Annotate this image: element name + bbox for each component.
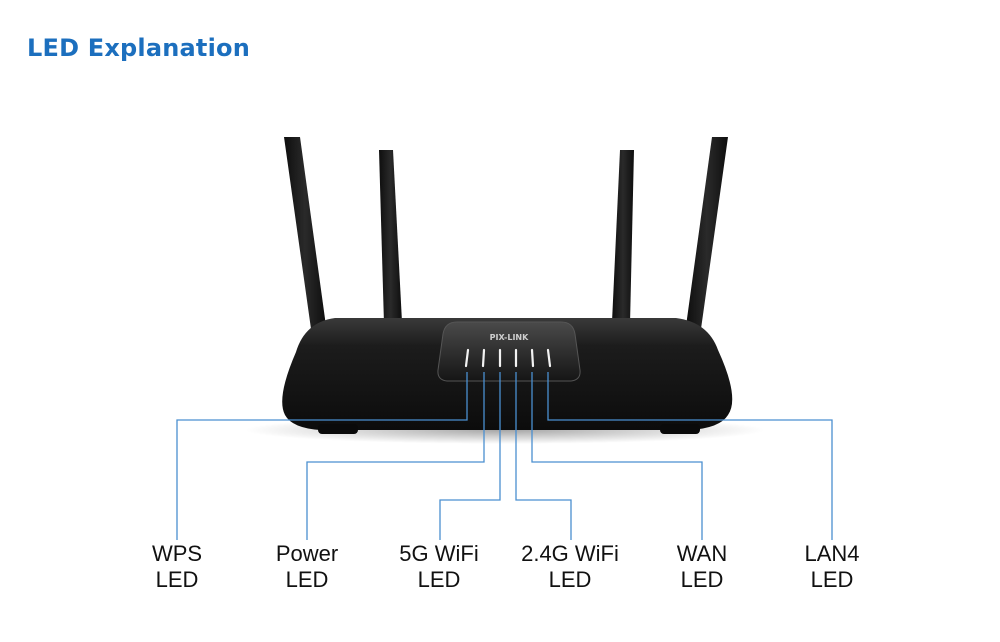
label-power-name: Power [275, 541, 339, 566]
leader-line-power [306, 372, 485, 540]
label-wps-suffix: LED [155, 567, 199, 592]
leader-line-5g [439, 372, 501, 540]
led-bar-lan4 [546, 348, 552, 368]
leader-line-lan4 [547, 372, 833, 540]
label-wan-led: WAN LED [632, 541, 772, 593]
brand-logo: PIX-LINK [490, 333, 529, 342]
leader-line-wps [176, 372, 468, 540]
label-power-led: Power LED [237, 541, 377, 593]
leader-line-24g [515, 372, 572, 540]
led-bar-wps [464, 348, 470, 368]
antenna-inner-right [612, 150, 634, 324]
antenna-outer-left [284, 137, 326, 336]
page-title: LED Explanation [27, 34, 250, 62]
led-indicators [464, 348, 552, 368]
label-lan4-suffix: LED [810, 567, 854, 592]
label-lan4-led: LAN4 LED [762, 541, 902, 593]
leader-lines [176, 372, 833, 540]
label-24g-wifi-suffix: LED [548, 567, 592, 592]
led-panel [437, 321, 581, 382]
label-wan-name: WAN [676, 541, 728, 566]
label-5g-wifi-name: 5G WiFi [399, 541, 479, 566]
label-lan4-name: LAN4 [804, 541, 860, 566]
label-5g-wifi-led: 5G WiFi LED [369, 541, 509, 593]
label-24g-wifi-led: 2.4G WiFi LED [500, 541, 640, 593]
led-bar-wan [530, 348, 535, 368]
antenna-inner-left [379, 150, 402, 324]
label-power-suffix: LED [285, 567, 329, 592]
label-wps-led: WPS LED [107, 541, 247, 593]
label-wps-name: WPS [151, 541, 203, 566]
leader-line-wan [531, 372, 703, 540]
antenna-outer-right [686, 137, 728, 336]
router-foot-left [318, 424, 358, 434]
label-24g-wifi-name: 2.4G WiFi [521, 541, 619, 566]
label-5g-wifi-suffix: LED [417, 567, 461, 592]
label-wan-suffix: LED [680, 567, 724, 592]
led-bar-power [481, 348, 486, 368]
router-foot-right [660, 424, 700, 434]
